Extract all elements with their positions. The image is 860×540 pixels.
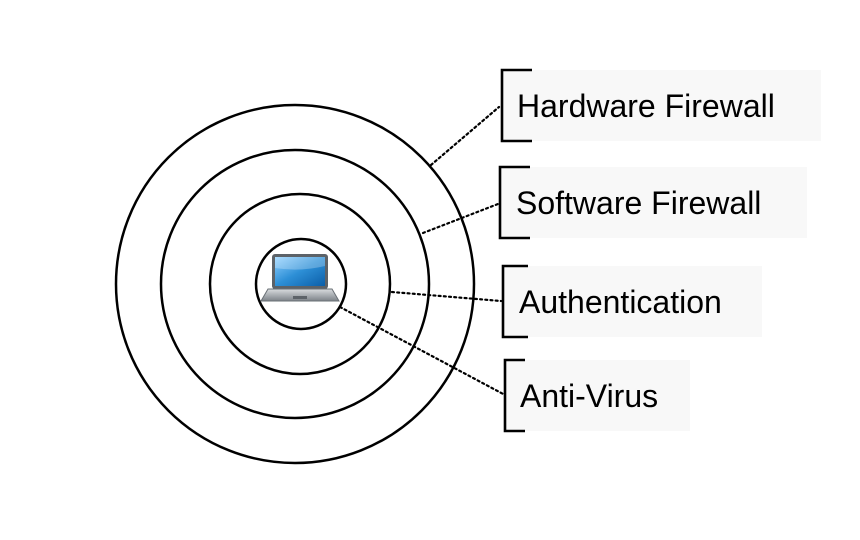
label-hardware-firewall: Hardware Firewall xyxy=(500,68,821,143)
label-hardware-firewall-text: Hardware Firewall xyxy=(517,88,775,124)
leader-hardware-firewall xyxy=(429,105,501,167)
label-authentication: Authentication xyxy=(501,264,762,339)
ring-anti-virus xyxy=(254,237,348,331)
label-authentication-text: Authentication xyxy=(519,284,722,320)
leader-authentication xyxy=(390,290,503,303)
leader-anti-virus xyxy=(338,305,507,397)
ring-software-firewall xyxy=(159,148,431,420)
label-anti-virus: Anti-Virus xyxy=(503,358,690,433)
label-anti-virus-text: Anti-Virus xyxy=(520,378,658,414)
leader-software-firewall xyxy=(421,202,500,235)
label-software-firewall: Software Firewall xyxy=(498,165,807,240)
ring-authentication xyxy=(208,192,392,376)
laptop-icon xyxy=(260,254,340,302)
ring-hardware-firewall xyxy=(114,103,476,465)
label-software-firewall-text: Software Firewall xyxy=(516,185,761,221)
